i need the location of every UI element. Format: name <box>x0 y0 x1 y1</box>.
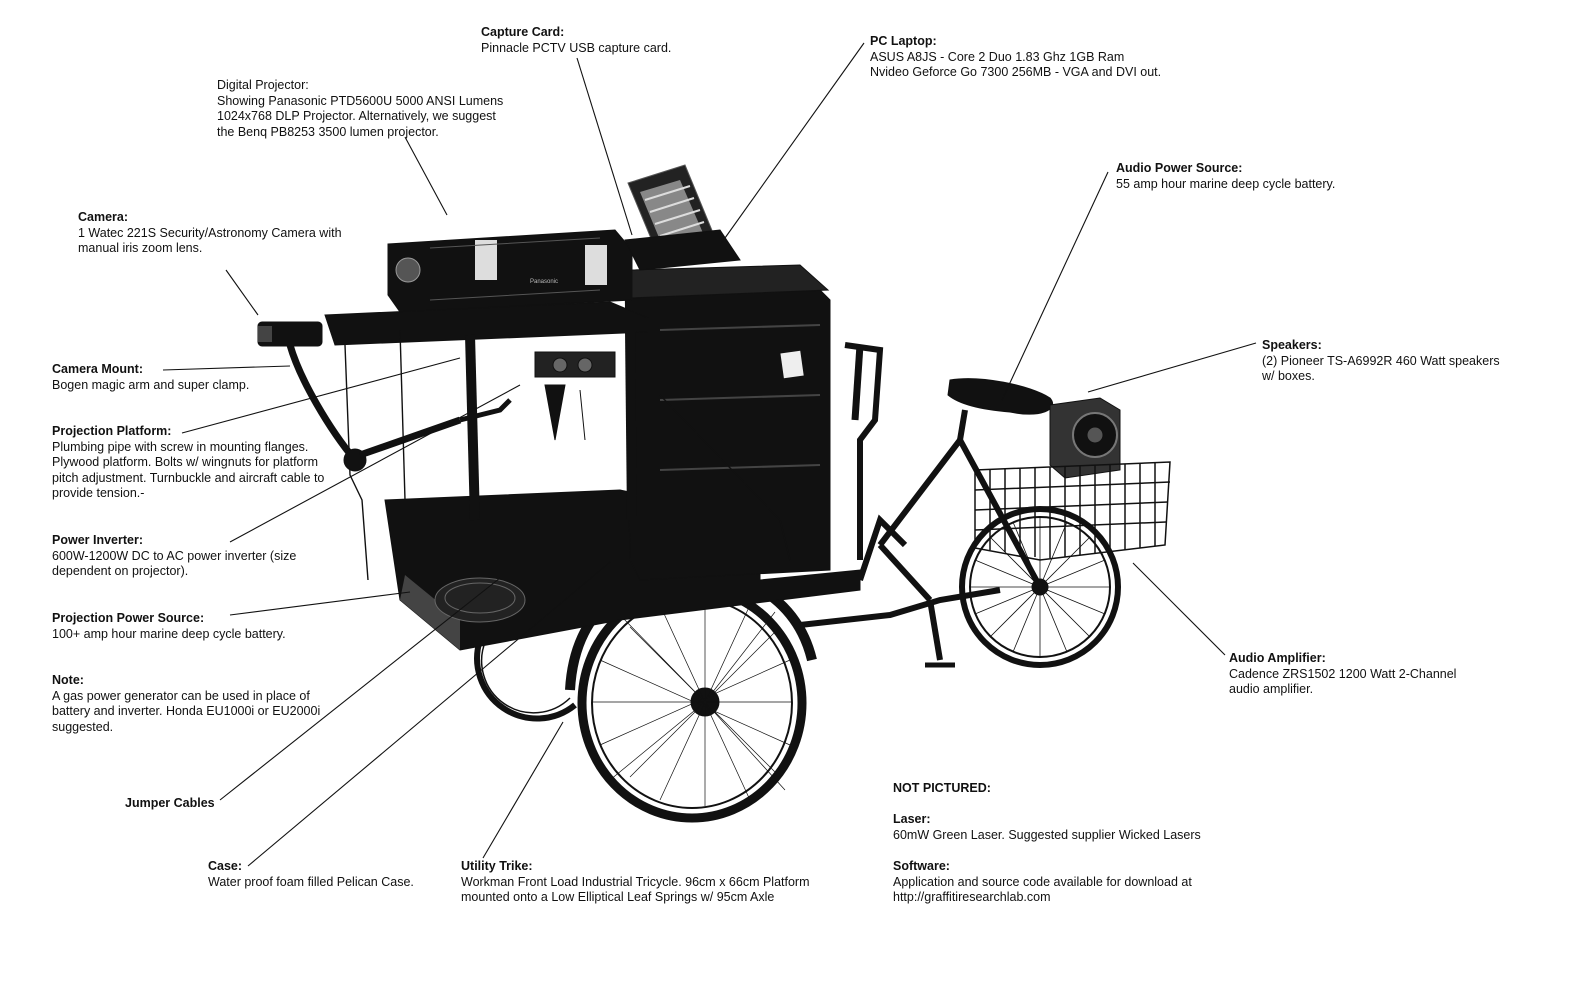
platform-posts <box>465 329 864 521</box>
label-title: Capture Card: <box>481 25 565 39</box>
label-camera-mount: Camera Mount: Bogen magic arm and super … <box>52 362 250 392</box>
camera-mount-arm <box>286 344 512 472</box>
label-projection-power-source: Projection Power Source: 100+ amp hour m… <box>52 611 286 641</box>
label-laser: Laser: 60mW Green Laser. Suggested suppl… <box>893 812 1201 842</box>
label-audio-amplifier: Audio Amplifier: Cadence ZRS1502 1200 Wa… <box>1229 651 1457 696</box>
laptop <box>624 164 741 271</box>
projector <box>387 229 633 313</box>
projector-brand: Panasonic <box>530 279 558 285</box>
label-power-inverter: Power Inverter: 600W-1200W DC to AC powe… <box>52 533 297 578</box>
label-camera: Camera: 1 Watec 221S Security/Astronomy … <box>78 210 342 255</box>
label-note: Note: A gas power generator can be used … <box>52 673 321 734</box>
label-projection-platform: Projection Platform: Plumbing pipe with … <box>52 424 325 500</box>
label-utility-trike: Utility Trike: Workman Front Load Indust… <box>461 859 810 904</box>
label-pc-laptop: PC Laptop: ASUS A8JS - Core 2 Duo 1.83 G… <box>870 34 1162 79</box>
label-audio-power-source: Audio Power Source: 55 amp hour marine d… <box>1116 161 1336 191</box>
camera-device <box>257 321 323 347</box>
label-digital-projector: Digital Projector: Showing Panasonic PTD… <box>217 78 504 139</box>
power-inverter-box <box>534 351 616 378</box>
label-speakers: Speakers: (2) Pioneer TS-A6992R 460 Watt… <box>1262 338 1500 383</box>
seat <box>947 378 1053 415</box>
leader-lines <box>162 42 1257 867</box>
front-wheel-back <box>474 639 577 722</box>
platform-plank <box>324 301 649 346</box>
basket <box>974 461 1171 561</box>
label-not-pictured: NOT PICTURED: <box>893 781 991 795</box>
pelican-case <box>624 264 831 581</box>
label-case: Case: Water proof foam filled Pelican Ca… <box>208 859 414 889</box>
label-capture-card: Capture Card: Pinnacle PCTV USB capture … <box>481 25 672 55</box>
trike-frame <box>799 342 1043 668</box>
jumper-clamps <box>544 384 586 441</box>
label-software: Software: Application and source code av… <box>893 859 1192 904</box>
label-jumper-cables: Jumper Cables <box>125 796 215 810</box>
cables <box>344 329 791 581</box>
